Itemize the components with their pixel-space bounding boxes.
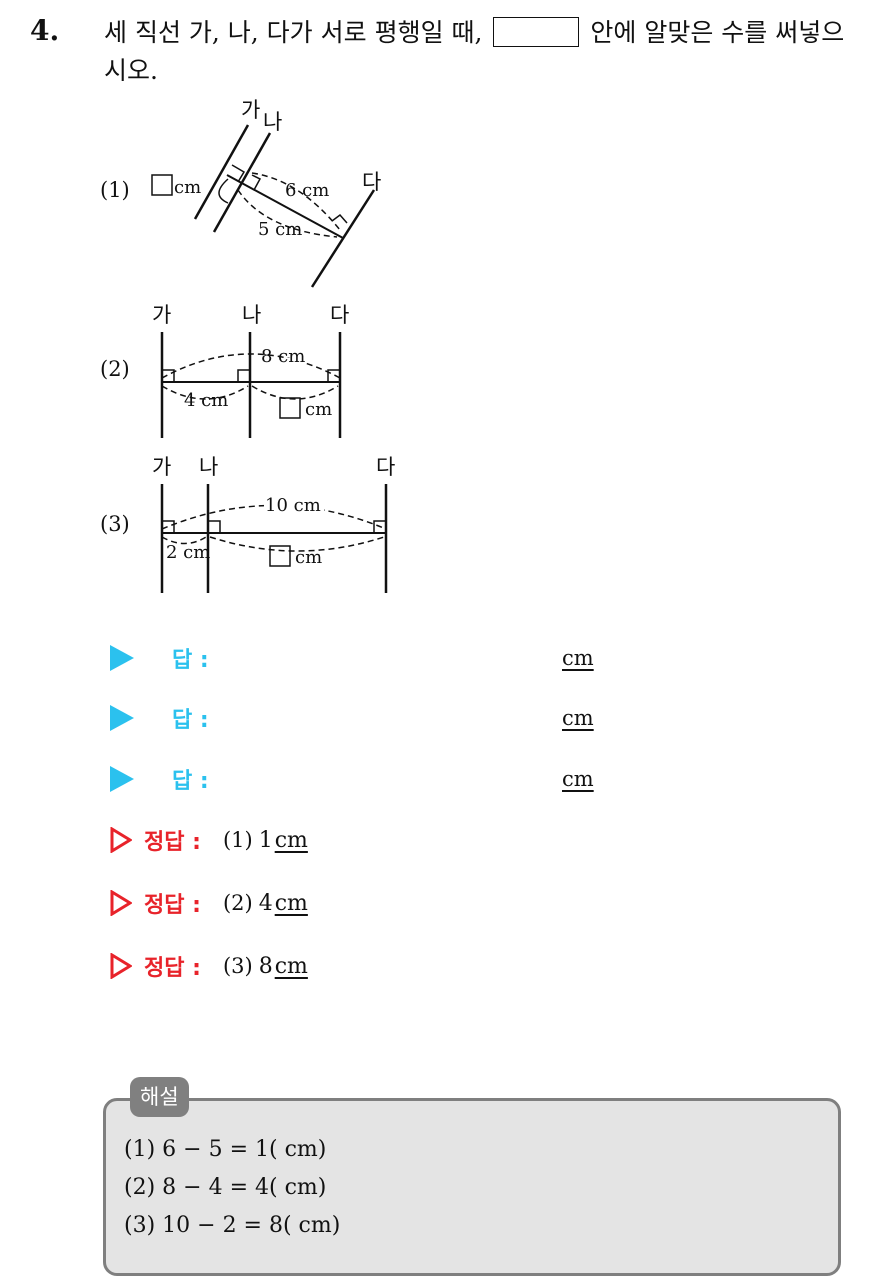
line-da: [310, 189, 376, 288]
correct-value: 1: [258, 827, 273, 853]
correct-value: 8: [258, 953, 273, 979]
line-label-ga: 가: [152, 455, 171, 479]
line-label-ga: 가: [152, 303, 171, 327]
blank-square: [151, 174, 173, 196]
distance-label-6cm: 6 cm: [285, 180, 329, 201]
dashed-arc-6cm: [251, 172, 341, 231]
correct-number: (3): [222, 954, 253, 978]
triangle-right-icon: [110, 766, 134, 792]
answer-label: 답 :: [172, 769, 209, 794]
distance-label-known: 4 cm: [184, 390, 228, 411]
right-angle-mark: [251, 174, 262, 191]
blank-arc: [218, 178, 229, 204]
right-angle-mark: [373, 520, 386, 533]
distance-label-total: 8 cm: [261, 346, 305, 367]
answer-unit: cm: [562, 767, 594, 791]
question-text-after: 안에 알맞은 수를 써넣으시오.: [104, 18, 845, 85]
correct-unit: cm: [274, 953, 308, 979]
correct-value: 4: [258, 890, 273, 916]
correct-unit: cm: [274, 827, 308, 853]
right-angle-mark: [237, 369, 250, 382]
line-label-ga: 가: [241, 98, 260, 122]
outline-triangle-icon: [110, 827, 132, 853]
dashed-arc-5cm: [237, 189, 338, 238]
correct-answer-row: 정답 : (2) 4 cm: [110, 883, 308, 923]
explanation-box: [103, 1098, 841, 1276]
answer-label: 답 :: [172, 648, 209, 673]
correct-label: 정답 :: [144, 956, 201, 981]
explanation-tag: 해설: [130, 1077, 189, 1117]
line-label-da: 다: [362, 170, 381, 194]
line-label-na: 나: [263, 110, 282, 134]
distance-label-5cm: 5 cm: [258, 219, 302, 240]
dashed-arc-blank: [209, 536, 385, 552]
answer-unit: cm: [562, 706, 594, 730]
triangle-right-icon: [110, 645, 134, 671]
line-label-da: 다: [330, 303, 349, 327]
explanation-line: (1) 6 − 5 = 1( cm): [124, 1137, 327, 1162]
answer-row: 답 : cm: [110, 638, 594, 678]
answer-row: 답 : cm: [110, 698, 594, 738]
correct-label: 정답 :: [144, 893, 201, 918]
correct-answer-row: 정답 : (1) 1 cm: [110, 820, 308, 860]
correct-answer-row: 정답 : (3) 8 cm: [110, 946, 308, 986]
problem-1-label: (1): [100, 178, 130, 202]
diagram-3: 가 나 다 10 cm 2 cm cm: [152, 455, 395, 593]
problem-2-label: (2): [100, 357, 130, 381]
correct-number: (2): [222, 891, 253, 915]
question-number: 4.: [30, 14, 60, 47]
label-bg: [260, 358, 306, 374]
dashed-arc-known: [161, 385, 249, 400]
dashed-arc-known: [161, 536, 207, 545]
line-ga: [193, 124, 250, 220]
distance-label-total: 10 cm: [265, 495, 321, 516]
perpendicular-line: [226, 174, 344, 239]
line-label-na: 나: [242, 303, 261, 327]
answer-unit: cm: [562, 646, 594, 670]
outline-triangle-icon: [110, 953, 132, 979]
correct-number: (1): [222, 828, 253, 852]
answer-blank-box: [493, 17, 580, 47]
diagram-1: cm 6 cm 5 cm 가 나 다: [151, 98, 381, 288]
line-label-da: 다: [376, 455, 395, 479]
right-angle-mark: [231, 164, 246, 183]
right-angle-mark: [331, 213, 348, 224]
right-angle-mark: [162, 369, 175, 382]
correct-label: 정답 :: [144, 830, 201, 855]
line-label-na: 나: [199, 455, 218, 479]
outline-triangle-icon: [110, 890, 132, 916]
dashed-arc-blank: [251, 385, 339, 400]
right-angle-mark: [162, 520, 175, 533]
answer-label: 답 :: [172, 708, 209, 733]
right-angle-mark: [208, 520, 221, 533]
blank-unit: cm: [295, 547, 322, 568]
blank-square: [279, 397, 301, 419]
explanation-line: (2) 8 − 4 = 4( cm): [124, 1175, 327, 1200]
dashed-arc-total: [161, 353, 341, 379]
answer-row: 답 : cm: [110, 759, 594, 799]
question-text: 세 직선 가, 나, 다가 서로 평행일 때, 안에 알맞은 수를 써넣으시오.: [104, 14, 864, 90]
question-text-before: 세 직선 가, 나, 다가 서로 평행일 때,: [104, 18, 483, 47]
explanation-line: (3) 10 − 2 = 8( cm): [124, 1213, 341, 1238]
blank-unit: cm: [174, 177, 201, 198]
correct-unit: cm: [274, 890, 308, 916]
distance-label-known: 2 cm: [166, 542, 210, 563]
diagram-2: 가 나 다 8 cm 4 cm cm: [152, 303, 349, 438]
right-angle-mark: [327, 369, 340, 382]
triangle-right-icon: [110, 705, 134, 731]
problem-3-label: (3): [100, 512, 130, 536]
blank-square: [269, 545, 291, 567]
blank-unit: cm: [305, 399, 332, 420]
label-bg: [264, 495, 324, 513]
